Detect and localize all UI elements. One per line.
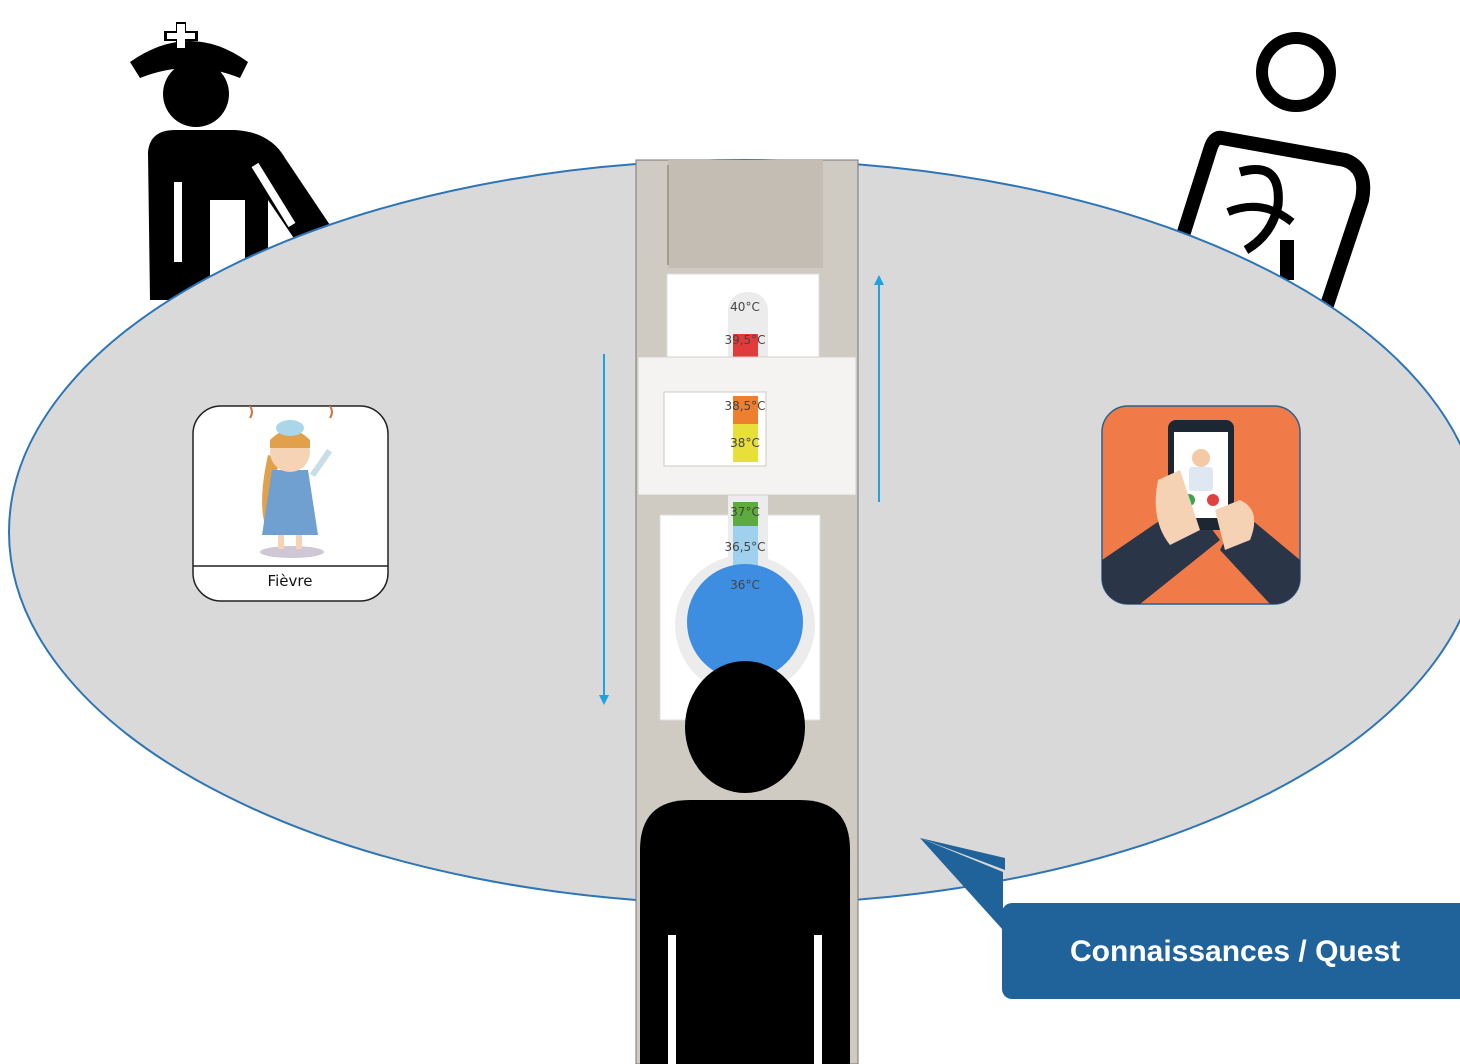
- temp-label-39-5: 39,5°C: [724, 333, 765, 347]
- knowledge-callout[interactable]: Connaissances / Quest: [920, 838, 1460, 1000]
- patient-icon: [640, 661, 850, 1064]
- band-yellow: [733, 424, 758, 462]
- temp-label-40: 40°C: [730, 300, 760, 314]
- band-red: [733, 334, 758, 358]
- band-green: [733, 502, 758, 526]
- smartphone-doctor-icon: [1102, 420, 1300, 604]
- fever-card[interactable]: Fièvre: [192, 394, 389, 602]
- temp-label-38-5: 38,5°C: [724, 399, 765, 413]
- thermometer-bulb: [687, 564, 803, 680]
- temp-label-36: 36°C: [730, 578, 760, 592]
- teleconsult-card[interactable]: [1101, 405, 1301, 605]
- sick-child-icon: [247, 406, 333, 558]
- callout-text: Connaissances / Quest: [1070, 935, 1400, 968]
- temp-label-37: 37°C: [730, 505, 760, 519]
- fever-label: Fièvre: [268, 572, 313, 590]
- band-orange: [733, 396, 758, 424]
- temp-label-36-5: 36,5°C: [724, 540, 765, 554]
- temp-label-38: 38°C: [730, 436, 760, 450]
- nurse-icon: [130, 22, 340, 300]
